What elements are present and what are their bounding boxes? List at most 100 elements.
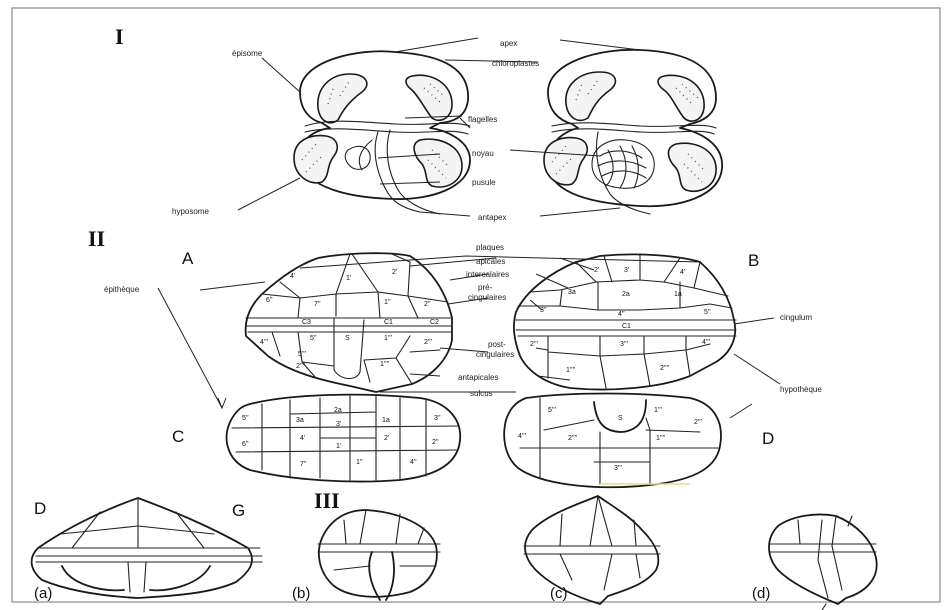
C-apical-4: 4' [300,435,305,442]
A-cingular-3: C3 [302,319,311,326]
B-ant-2: 2'''' [660,365,669,372]
A-post-2: 2''' [424,339,432,346]
C-pre-1: 1'' [356,459,363,466]
species-outline-b [318,510,440,600]
cell-I-right [544,50,722,214]
label-pusule: pusule [472,178,496,187]
B-pre-3: 3'' [540,307,547,314]
B-apical-2: 2' [594,267,599,274]
D-ant-1: 1'''' [656,435,665,442]
cell-I-left [294,51,470,214]
D-ant-2: 2'''' [568,435,577,442]
label-a: (a) [34,585,52,602]
A-post-4: 4''' [260,339,268,346]
theca-view-D [504,394,721,488]
C-apical-3: 3' [336,421,341,428]
label-intercalary: intercalaires [466,270,509,279]
A-sulcal: S [345,335,350,342]
A-pre-2: 2'' [424,301,431,308]
view-D-letter: D [762,429,774,448]
section-I-leaders [238,38,640,216]
section-II-numeral: II [88,226,105,251]
A-pre-1: 1'' [384,299,391,306]
C-inter-1a: 1a [382,417,390,424]
species-outline-a [32,498,262,598]
theca-view-C [227,395,461,482]
B-post-2: 2''' [530,341,538,348]
B-ant-1: 1'''' [566,367,575,374]
label-chloroplasts: chloroplastes [492,59,539,68]
B-post-4: 4''' [702,339,710,346]
label-hyposome: hyposome [172,207,209,216]
C-apical-2: 2' [384,435,389,442]
B-pre-5: 5'' [704,309,711,316]
label-flagella: flagelles [468,115,497,124]
A-apical-1: 1' [346,275,351,282]
D-post-4: 4''' [518,433,526,440]
label-epitheca: épithèque [104,285,140,294]
C-apical-1: 1' [336,443,341,450]
A-ant-2: 2'''' [296,363,305,370]
A-ant-1: 1'''' [380,361,389,368]
label-antapical: antapicales [458,373,498,382]
A-pre-6: 6'' [266,297,273,304]
A-apical-2: 2' [392,269,397,276]
A-cingular-1: C1 [384,319,393,326]
B-apical-3: 3' [624,267,629,274]
B-inter-1a: 1a [674,291,682,298]
A-post-5: 5''' [298,351,306,358]
section-I-numeral: I [115,24,124,49]
C-pre-7: 7'' [300,461,307,468]
A-cingular-2: C2 [430,319,439,326]
label-b: (b) [292,585,310,602]
label-postcingular-1: post- [488,340,506,349]
C-pre-4: 4'' [410,459,417,466]
C-inter-3a: 3a [296,417,304,424]
theca-view-B [514,254,736,390]
section-II-leaders [158,256,780,484]
view-C-letter: C [172,427,184,446]
view-B-letter: B [748,251,759,270]
A-pre-5: 5'' [310,335,317,342]
A-apical-4: 4' [290,273,295,280]
B-post-3: 3''' [620,341,628,348]
B-inter-3a: 3a [568,289,576,296]
species-outline-c [524,496,660,604]
C-pre-5: 5'' [242,415,249,422]
C-pre-3: 3'' [434,415,441,422]
label-antapex: antapex [478,213,506,222]
A-pre-7: 7'' [314,301,321,308]
label-G-left-side: G [232,501,245,520]
B-inter-2a: 2a [622,291,630,298]
D-post-1: 1''' [654,407,662,414]
section-III-numeral: III [314,488,340,513]
figure-frame [12,8,940,602]
label-apical: apicales [476,257,505,266]
B-cingular-1: C1 [622,323,631,330]
label-d: (d) [752,585,770,602]
D-post-3: 3''' [614,465,622,472]
label-sulcus: sulcus [470,389,493,398]
C-pre-2: 2'' [432,439,439,446]
species-outline-d [769,514,877,610]
A-post-1: 1''' [384,335,392,342]
D-post-2: 2''' [694,419,702,426]
label-cingulum: cingulum [780,313,812,322]
B-apical-4: 4' [680,269,685,276]
label-precingular-1: pré- [478,283,493,292]
label-precingular-2: cingulaires [468,293,506,302]
label-hypotheca: hypothèque [780,385,822,394]
label-c: (c) [550,585,568,602]
C-pre-6: 6'' [242,441,249,448]
label-D-right-side: D [34,499,46,518]
C-inter-2a: 2a [334,407,342,414]
label-plates: plaques [476,243,504,252]
label-nucleus: noyau [472,149,494,158]
label-episome: épisome [232,49,263,58]
D-sulcal: S [618,415,623,422]
D-post-5: 5''' [548,407,556,414]
view-A-letter: A [182,249,194,268]
label-apex: apex [500,39,517,48]
B-pre-4: 4'' [618,311,625,318]
